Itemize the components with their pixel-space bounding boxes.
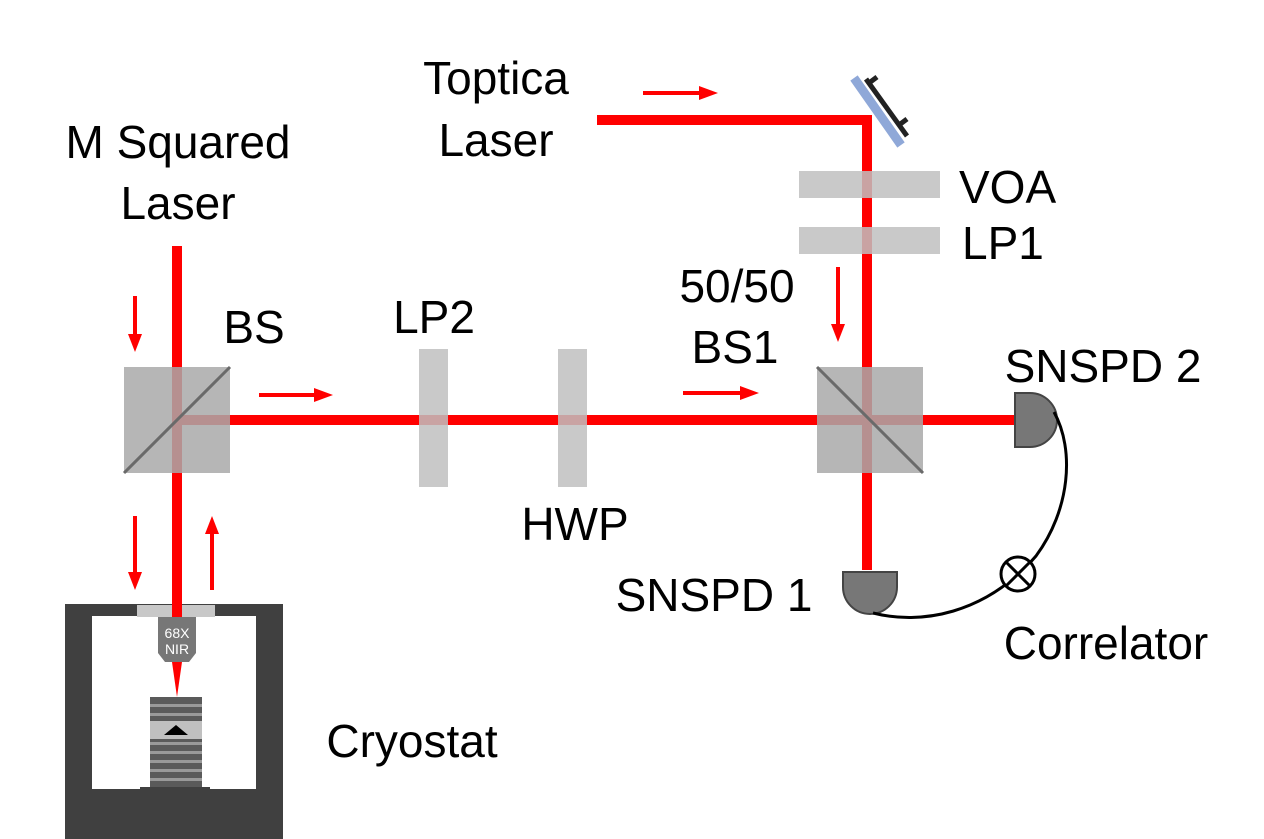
polarizer-lp1 <box>799 227 940 254</box>
objective-lens <box>158 617 196 662</box>
sample-stage <box>150 697 202 787</box>
bs-label: BS <box>223 301 284 353</box>
beam-splitter-bs <box>122 365 232 475</box>
correlator-label: Correlator <box>1004 617 1209 669</box>
objective-label-line2: NIR <box>165 641 189 657</box>
toptica-laser-label-line1: Toptica <box>423 52 569 104</box>
hwp-label: HWP <box>521 498 628 550</box>
mirror <box>850 75 910 148</box>
arrow-up-icon <box>205 516 219 590</box>
cryostat-base <box>140 787 210 795</box>
m-squared-laser-label-line2: Laser <box>120 177 235 229</box>
objective-label-line1: 68X <box>165 625 191 641</box>
lp2-label: LP2 <box>393 291 475 343</box>
arrow-down-icon <box>128 516 142 590</box>
sample-marker-icon <box>164 725 188 735</box>
bs1-label-line2: BS1 <box>692 321 779 373</box>
snspd2-detector <box>1014 392 1058 448</box>
direction-arrows <box>128 86 845 590</box>
beam-focus <box>172 662 182 697</box>
toptica-laser-label-line2: Laser <box>438 114 553 166</box>
snspd1-detector <box>842 571 898 615</box>
correlator-cable <box>872 411 1069 619</box>
correlator-icon <box>999 555 1037 593</box>
lp1-label: LP1 <box>962 217 1044 269</box>
voa-label: VOA <box>959 161 1056 213</box>
bs1-label-line1: 50/50 <box>679 260 794 312</box>
snspd2-label: SNSPD 2 <box>1005 340 1202 392</box>
arrow-right-icon <box>643 86 718 100</box>
polarizer-lp2 <box>419 349 448 487</box>
beam-splitter-bs1 <box>815 365 925 475</box>
m-squared-laser-label-line1: M Squared <box>65 116 290 168</box>
arrow-down-icon <box>128 296 142 352</box>
arrow-right-icon <box>683 386 759 400</box>
half-wave-plate <box>558 349 587 487</box>
arrow-down-icon <box>831 267 845 342</box>
cryostat: 68X NIR <box>65 604 283 839</box>
variable-optical-attenuator <box>799 171 940 198</box>
snspd1-label: SNSPD 1 <box>616 569 813 621</box>
cryostat-label: Cryostat <box>326 715 497 767</box>
arrow-right-icon <box>259 388 333 402</box>
